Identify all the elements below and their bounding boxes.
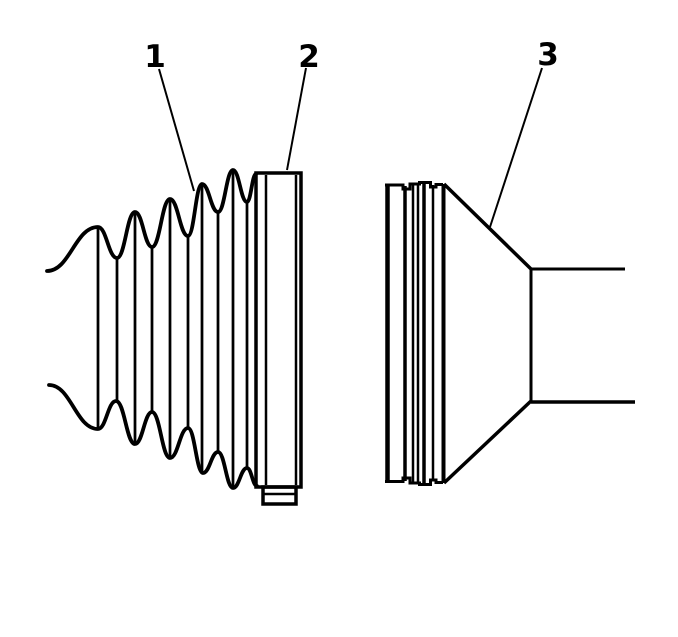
- cone-bottom-slant: [442, 399, 533, 485]
- housing-groove-collar: [385, 181, 446, 486]
- cone-top-slant: [442, 182, 533, 271]
- callout-2-leader-line: [286, 67, 307, 171]
- callout-3-label: 3: [537, 37, 559, 73]
- collar-top-edge: [385, 181, 443, 191]
- diagram-linework: [45, 67, 635, 506]
- joint-housing: [385, 181, 635, 486]
- boot-bellows: [45, 168, 259, 490]
- callout-1-label: 1: [144, 39, 166, 75]
- callout-2-label: 2: [298, 39, 320, 75]
- callout-labels: 1 2 3: [144, 37, 559, 75]
- boot-fold-lines: [96, 170, 249, 488]
- callout-1-leader-line: [158, 68, 195, 192]
- callout-3-leader-line: [489, 67, 543, 228]
- housing-body: [531, 267, 635, 404]
- callout-leaders: [158, 67, 543, 228]
- boot-clamp: [254, 171, 303, 506]
- clamp-outer-band: [254, 171, 303, 489]
- housing-cone: [442, 182, 533, 485]
- collar-bottom-edge: [385, 476, 443, 486]
- clamp-buckle: [261, 485, 298, 506]
